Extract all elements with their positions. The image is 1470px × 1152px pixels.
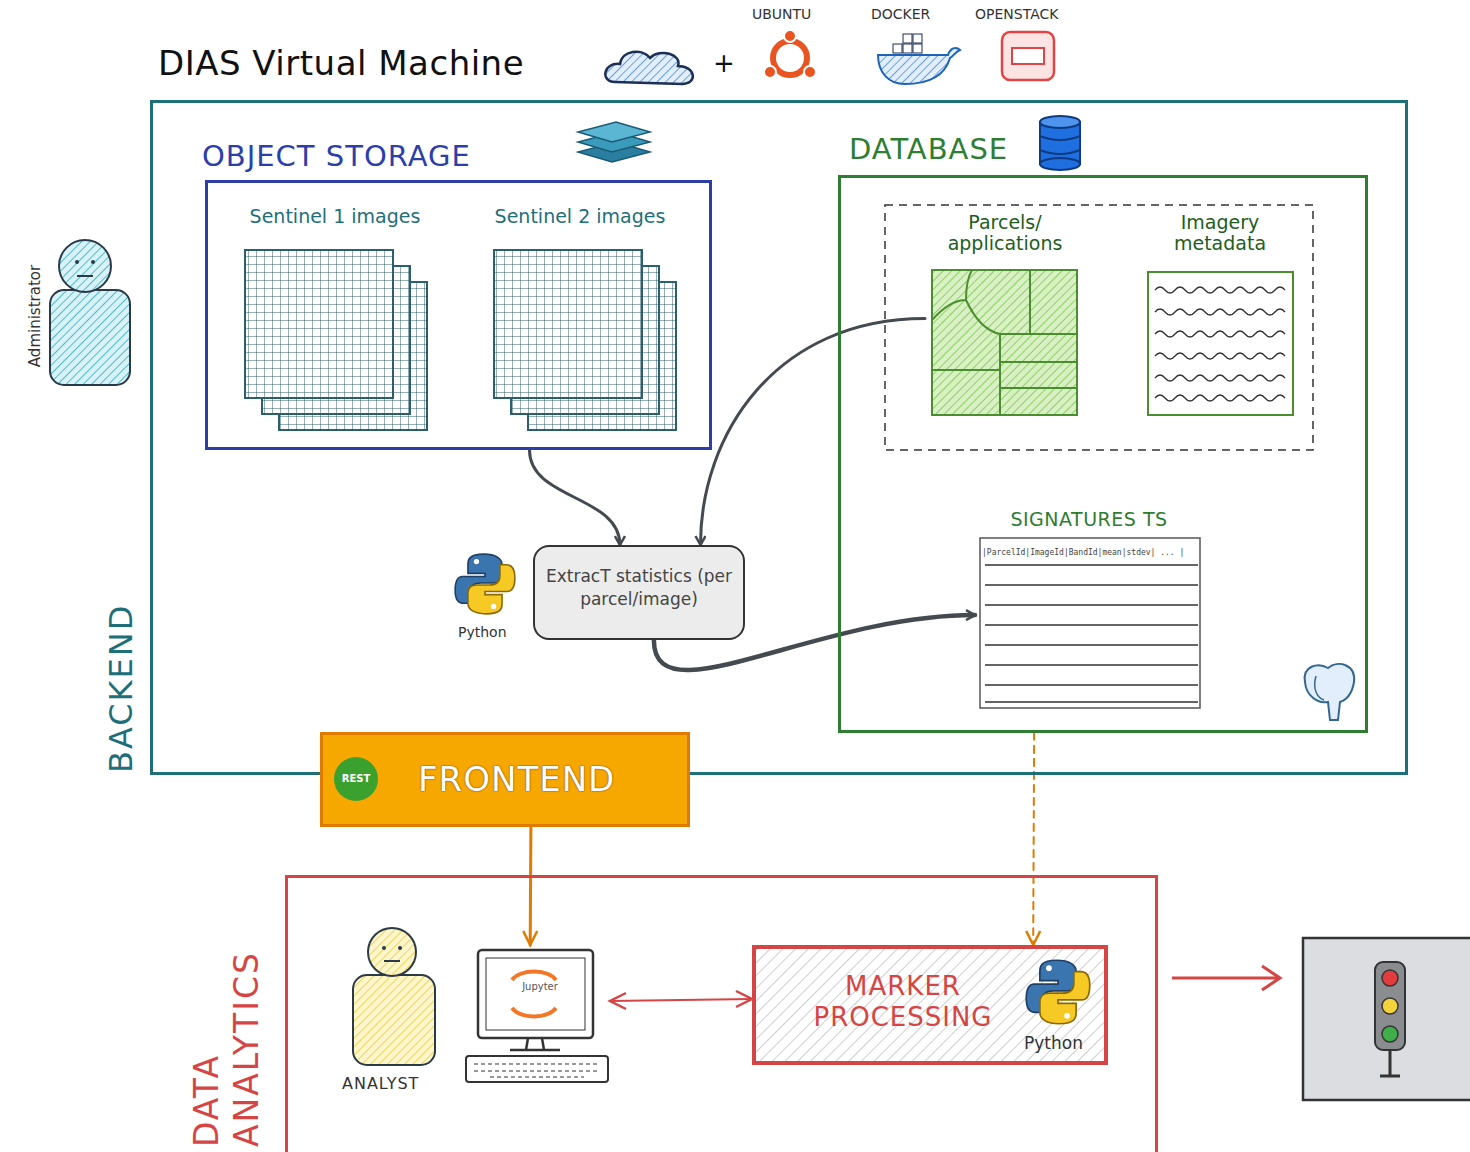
actor-label: Administrator (26, 241, 44, 391)
metadata-sheet (1148, 272, 1293, 415)
traffic-light-panel (1303, 938, 1470, 1100)
tech-label: DOCKER (871, 6, 930, 23)
parcels-layer: Parcels/ applications (925, 212, 1085, 417)
python-logo (1026, 960, 1089, 1023)
process-label: ExtracT statistics (per parcel/image) (541, 565, 737, 611)
connector (529, 450, 619, 545)
frontend-label: FRONTEND (418, 759, 680, 800)
computer-node: Jupyter (470, 945, 610, 1085)
layer-label: Parcels/ applications (925, 212, 1085, 254)
python-label: Python (1024, 1033, 1104, 1053)
database-icon (1040, 116, 1080, 170)
section-label: BACKEND (102, 563, 146, 773)
docker-icon (878, 34, 960, 84)
database-heading: DATABASE (849, 132, 1039, 167)
database-box: DATABASEParcels/ applicationsImagery met… (838, 175, 1368, 733)
connector (1032, 733, 1035, 945)
python-logo (455, 554, 515, 614)
connector (610, 999, 752, 1001)
image-stack: Sentinel 1 images (235, 205, 435, 435)
connector (700, 319, 925, 545)
jupyter-label: Jupyter (506, 981, 574, 993)
dashed-group (885, 205, 1313, 450)
connector (529, 827, 533, 945)
storage-heading: OBJECT STORAGE (202, 139, 542, 174)
section-label: DATA ANALYTICS (187, 911, 279, 1147)
tech-label: OPENSTACK (975, 6, 1058, 23)
signatures-table (980, 538, 1200, 708)
storage-box: OBJECT STORAGESentinel 1 imagesSentinel … (205, 180, 712, 450)
process-box: ExtracT statistics (per parcel/image) (533, 545, 745, 640)
rest-icon: REST (334, 757, 378, 801)
python-label: Python (458, 624, 507, 641)
storage-stack-icon (578, 122, 650, 162)
marker-box: MARKER PROCESSINGPython (752, 945, 1108, 1065)
table-box: SIGNATURES TS |ParcelId|ImageId|BandId|me… (975, 508, 1203, 710)
computer-icon (466, 950, 608, 1082)
parcels-map (932, 270, 1077, 415)
vm-title: DIAS Virtual Machine (158, 43, 598, 84)
image-stack: Sentinel 2 images (480, 205, 680, 435)
marker-label: MARKER PROCESSING (772, 971, 1034, 1033)
openstack-icon (1002, 32, 1054, 80)
analyst-figure (353, 928, 435, 1065)
table-heading: SIGNATURES TS (975, 508, 1203, 531)
metadata-layer: Imagery metadata (1145, 212, 1295, 417)
analytics-box: DATA ANALYTICSJupyterMARKER PROCESSINGPy… (285, 875, 1158, 1152)
sentinel2-grid-stack (494, 250, 676, 430)
sentinel1-grid-stack (245, 250, 427, 430)
marker-hatch (754, 947, 1106, 1063)
stack-label: Sentinel 1 images (225, 205, 445, 228)
plus-sign: + (713, 48, 735, 79)
administrator-figure (50, 240, 130, 385)
layer-label: Imagery metadata (1140, 212, 1300, 254)
postgres-icon (1305, 664, 1355, 720)
ubuntu-icon (764, 30, 816, 78)
tech-label: UBUNTU (752, 6, 811, 23)
backend-box: DIAS Virtual MachineBACKENDOBJECT STORAG… (150, 100, 1408, 775)
actor-label: ANALYST (342, 1074, 419, 1093)
output-arrow (1172, 966, 1280, 990)
stack-label: Sentinel 2 images (470, 205, 690, 228)
table-header-row: |ParcelId|ImageId|BandId|mean|stdev| ...… (982, 548, 1198, 558)
cloud-icon (605, 52, 693, 84)
